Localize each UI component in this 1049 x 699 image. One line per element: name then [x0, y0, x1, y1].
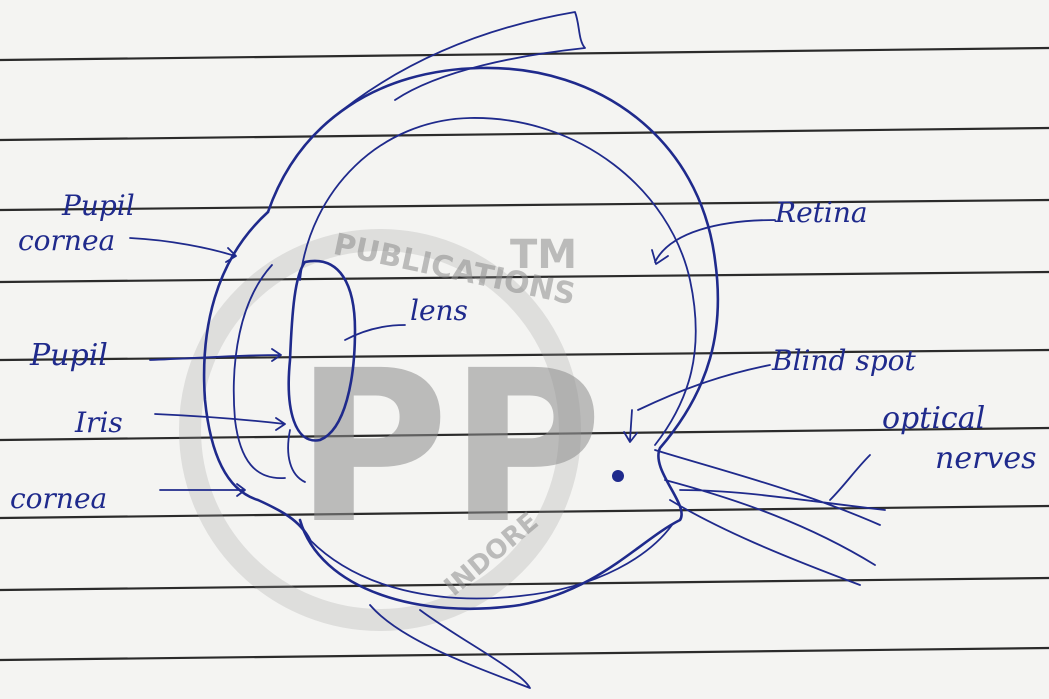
label-blind-spot: Blind spot: [771, 344, 916, 377]
superior-muscle: [330, 12, 585, 120]
label-nerves: nerves: [935, 441, 1037, 476]
label-retina: Retina: [774, 196, 868, 229]
label-cornea-bottom: cornea: [10, 482, 107, 515]
arrow-optical-nerves: [830, 455, 870, 500]
label-cornea-top: cornea: [18, 224, 115, 257]
label-optical: optical: [882, 401, 985, 436]
arrow-iris: [155, 414, 285, 430]
arrow-cornea-top: [130, 238, 236, 262]
label-iris: Iris: [74, 406, 123, 439]
label-pupil: Pupil: [29, 338, 108, 373]
label-pupil-top: Pupil: [61, 189, 135, 222]
blind-spot-dot: [612, 470, 624, 482]
publisher-watermark: PP TM PUBLICATIONS INDORE: [190, 227, 603, 620]
optic-nerve: [655, 450, 885, 585]
label-lens: lens: [410, 294, 468, 327]
watermark-monogram: PP: [295, 325, 603, 570]
